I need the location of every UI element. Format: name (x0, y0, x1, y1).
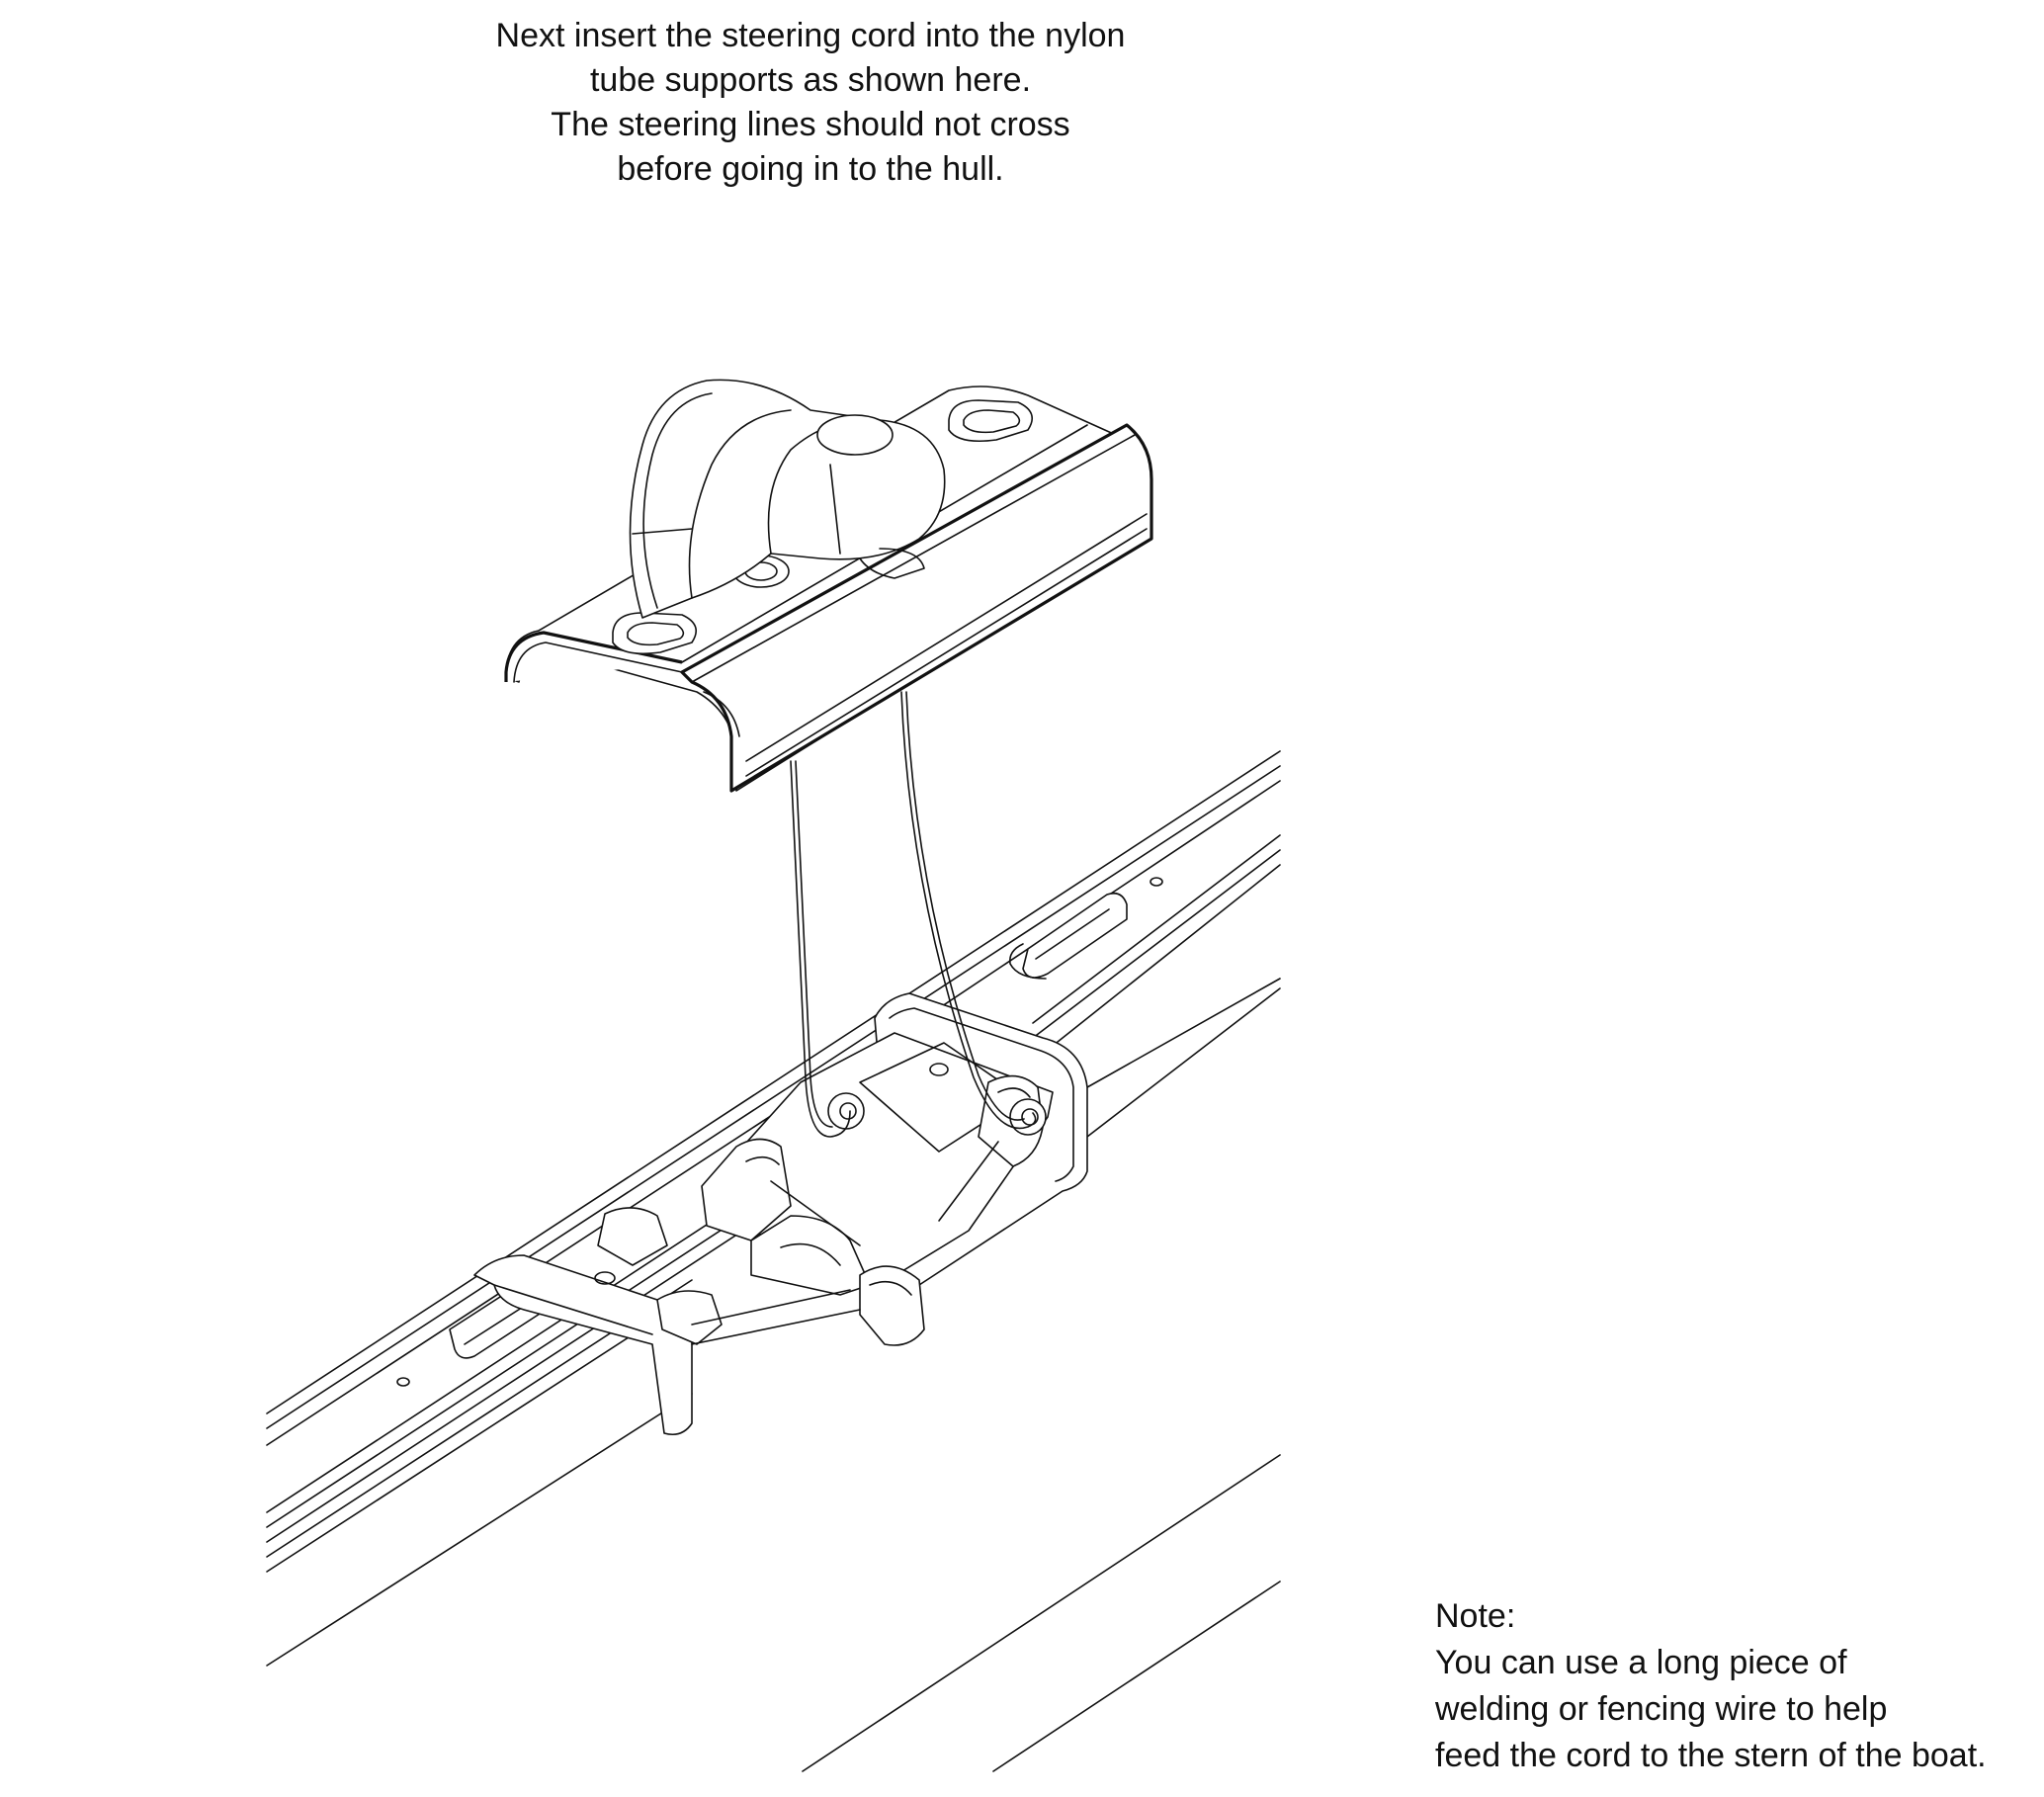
steering-cords (790, 691, 1037, 1138)
note-line: You can use a long piece of (1435, 1644, 1847, 1681)
note-line: welding or fencing wire to help (1435, 1690, 1888, 1728)
note-heading: Note: (1435, 1597, 1516, 1635)
tiller-bracket (504, 379, 1153, 793)
instruction-line: The steering lines should not cross (551, 106, 1070, 143)
instruction-line: before going in to the hull. (617, 150, 1004, 188)
hull-bracket (473, 992, 1088, 1436)
rail-slot-right (1008, 877, 1163, 980)
note-text: Note: You can use a long piece of weldin… (1435, 1593, 2038, 1779)
instruction-line: Next insert the steering cord into the n… (495, 17, 1126, 54)
note-line: feed the cord to the stern of the boat. (1435, 1737, 1987, 1774)
instruction-line: tube supports as shown here. (589, 61, 1032, 99)
tiller-head (629, 379, 946, 619)
mount-hole-front (612, 612, 698, 655)
instruction-text: Next insert the steering cord into the n… (455, 14, 1166, 192)
mount-hole-rear (948, 399, 1034, 443)
